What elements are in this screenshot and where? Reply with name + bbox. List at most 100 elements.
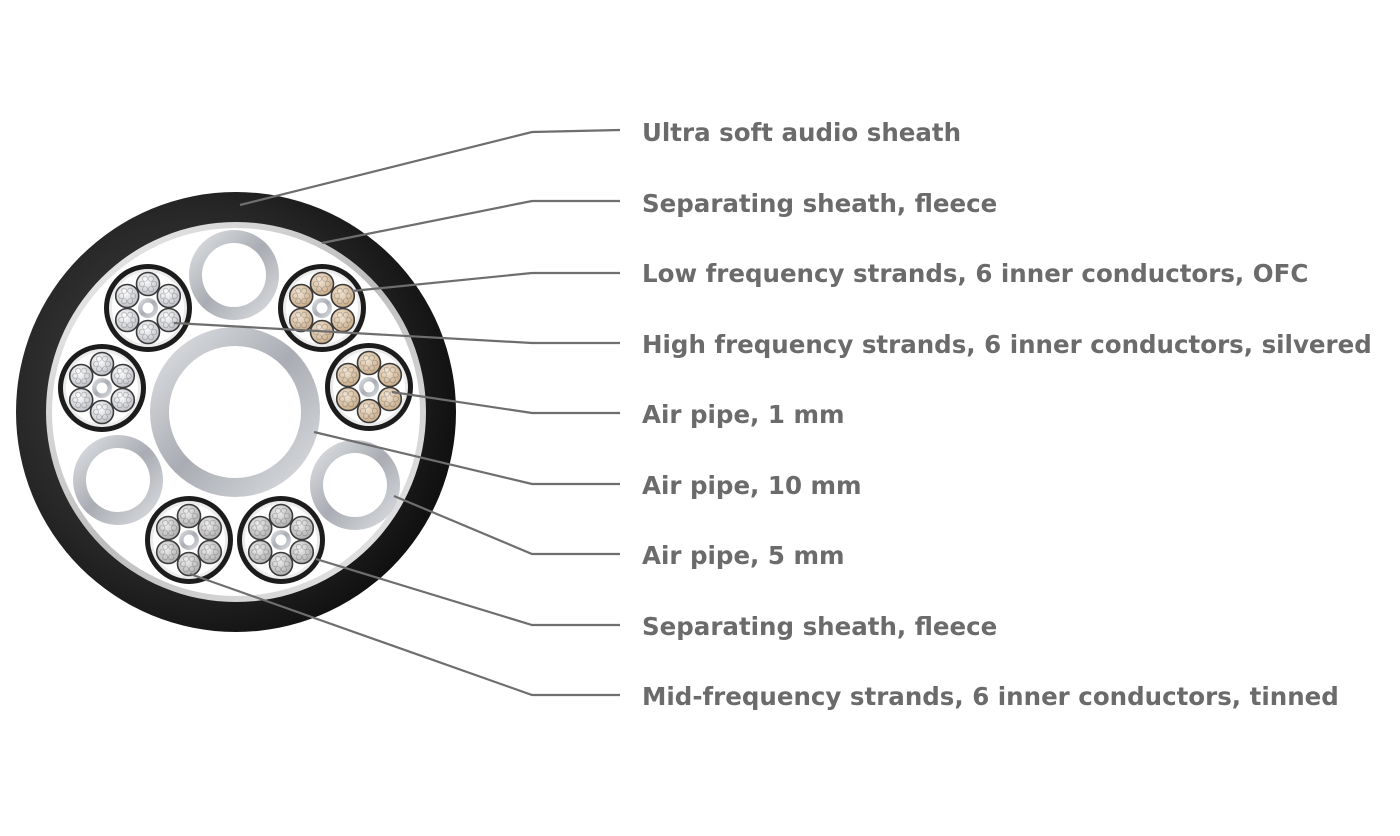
conductor-wire (383, 366, 390, 373)
conductor-wire (188, 555, 195, 562)
inner-conductor (289, 539, 315, 565)
conductor-wire (81, 391, 88, 398)
conductor-wire (84, 372, 91, 379)
conductor-wire (292, 316, 299, 323)
inner-conductor (89, 399, 115, 425)
conductor-wire (179, 513, 186, 520)
mid-frequency-bundle-left (145, 496, 233, 584)
conductor-wire (359, 359, 366, 366)
conductor-wire (122, 367, 129, 374)
conductor-wire (321, 286, 328, 293)
inner-conductor (288, 307, 314, 333)
leader-lines (173, 128, 621, 697)
conductor-wire (203, 543, 210, 550)
conductor-wire (168, 519, 175, 526)
inner-conductor (155, 539, 181, 565)
conductor-wire (362, 354, 369, 361)
conductor-wire (280, 518, 287, 525)
conductor-wire (162, 322, 169, 329)
inner-conductor (176, 551, 202, 577)
conductor-wire (271, 561, 278, 568)
air-pipe-1mm-bore (316, 302, 328, 314)
conductor-wire (168, 530, 175, 537)
conductor-wire (75, 367, 82, 374)
conductor-wire (295, 311, 302, 318)
conductor-wire (359, 407, 366, 414)
conductor-wire (315, 286, 322, 293)
conductor-wire (122, 402, 129, 409)
conductor-wire (371, 407, 378, 414)
conductor-wire (301, 530, 308, 537)
conductor-wire (162, 287, 169, 294)
conductor-wire (116, 402, 123, 409)
conductor-wire (336, 322, 343, 329)
conductor-wire (159, 549, 166, 556)
conductor-wire (75, 391, 82, 398)
conductor-wire (260, 543, 267, 550)
conductor-wire (141, 275, 148, 282)
conductor-wire (260, 554, 267, 561)
conductor-wire (81, 402, 88, 409)
conductor-wire (251, 525, 258, 532)
conductor-wire (212, 525, 219, 532)
label-separating-sheath-fleece-top: Separating sheath, fleece (642, 189, 997, 218)
conductor-wire (280, 507, 287, 514)
conductor-wire (84, 396, 91, 403)
conductor-wire (138, 280, 145, 287)
conductor-wire (150, 328, 157, 335)
conductor-wire (348, 377, 355, 384)
conductor-wire (345, 316, 352, 323)
conductor-wire (81, 367, 88, 374)
label-low-frequency-strands: Low frequency strands, 6 inner conductor… (642, 259, 1308, 288)
inner-conductor (156, 307, 182, 333)
conductor-wire (368, 413, 375, 420)
conductor-wire (333, 292, 340, 299)
conductor-wire (342, 311, 349, 318)
conductor-wire (254, 543, 261, 550)
inner-conductor (309, 271, 335, 297)
conductor-wire (191, 561, 198, 568)
inner-conductor (155, 515, 181, 541)
conductor-wire (292, 549, 299, 556)
air-pipe-1mm-bore (363, 381, 375, 393)
conductor-wire (182, 507, 189, 514)
leader-line-fleece-bottom (315, 557, 620, 627)
air-pipe-1mm-bore (96, 382, 108, 394)
conductor-wire (271, 513, 278, 520)
conductor-wire (342, 298, 349, 305)
conductor-wire (389, 366, 396, 373)
conductor-wire (295, 287, 302, 294)
inner-conductor (114, 307, 140, 333)
conductor-wire (102, 355, 109, 362)
conductor-wire (159, 316, 166, 323)
conductor-wire (315, 275, 322, 282)
inner-conductor (268, 551, 294, 577)
mid-frequency-bundle-right (237, 496, 325, 584)
conductor-wire (274, 507, 281, 514)
conductor-wire (342, 377, 349, 384)
inner-conductor (330, 283, 356, 309)
conductor-wire (295, 519, 302, 526)
conductor-wire (203, 519, 210, 526)
inner-conductor (289, 515, 315, 541)
conductor-wire (274, 518, 281, 525)
inner-conductor (377, 386, 403, 412)
conductor-wire (188, 566, 195, 573)
conductor-wire (188, 518, 195, 525)
conductor-wire (342, 390, 349, 397)
conductor-wire (200, 549, 207, 556)
conductor-wire (182, 566, 189, 573)
conductor-wire (179, 561, 186, 568)
conductor-wire (72, 372, 79, 379)
conductor-wire (342, 322, 349, 329)
conductor-wire (171, 549, 178, 556)
conductor-wire (392, 395, 399, 402)
conductor-wire (168, 554, 175, 561)
conductor-wire (315, 323, 322, 330)
inner-conductor (356, 398, 382, 424)
conductor-wire (75, 378, 82, 385)
conductor-wire (102, 366, 109, 373)
conductor-wire (209, 543, 216, 550)
inner-conductor (330, 307, 356, 333)
conductor-wire (254, 519, 261, 526)
